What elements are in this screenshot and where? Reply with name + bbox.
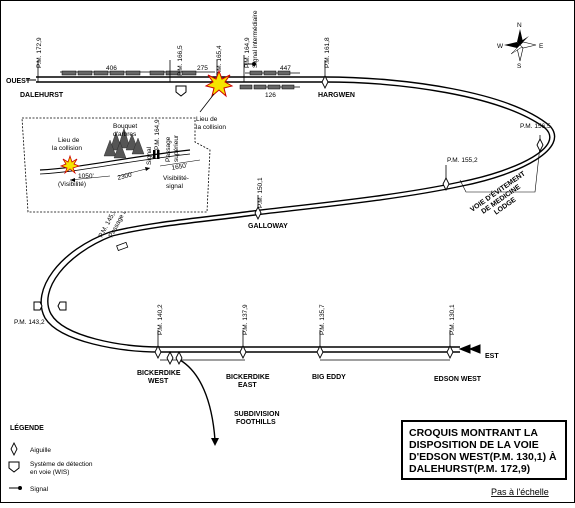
inset-vis-signal-l1: Visibilité- (163, 175, 189, 182)
title-l2: DISPOSITION DE LA VOIE (409, 439, 539, 451)
dalehurst-label: DALEHURST (20, 92, 64, 99)
title-l4: DALEHURST(P.M. 172,9) (409, 463, 530, 475)
inset-collision-star-icon (59, 154, 81, 175)
main-track (36, 76, 556, 441)
wis-detector-west-2-icon (57, 301, 67, 311)
legend-signal: Signal (30, 486, 49, 493)
bickerdike-east-l2: EAST (238, 382, 257, 389)
pm-135-7: P.M. 135,7 (319, 304, 326, 335)
bickerdike-east-l1: BICKERDIKE (226, 374, 270, 381)
pm-172-9: P.M. 172,9 (36, 37, 43, 68)
inset-lieu-l1: Lieu de (58, 137, 80, 144)
legend: LÉGENDE Aiguille Système de détection en… (8, 423, 93, 493)
legend-wis-l1: Système de détection (30, 461, 93, 468)
inset-bouquet-l1: Bouquet (113, 123, 137, 130)
scale-note: Pas à l'échelle (491, 487, 549, 497)
collision-star-icon (204, 69, 234, 98)
siding-length-126: 126 (265, 92, 276, 99)
bickerdike-west-l2: WEST (148, 378, 169, 385)
tree-cluster-icon (103, 127, 145, 159)
direction-arrows (26, 79, 481, 354)
pm-164-9: P.M. 164,9 (244, 37, 251, 68)
legend-wis-icon (8, 461, 20, 473)
inset-detail: Lieu de la collision Bouquet d'arbres Si… (21, 117, 211, 213)
inset-lieu-l2: la collision (52, 145, 82, 152)
signal-icon (244, 62, 256, 66)
train-cars (61, 70, 295, 90)
compass-s: S (517, 63, 522, 70)
edson-west-label: EDSON WEST (434, 376, 482, 383)
legend-aiguille: Aiguille (30, 447, 51, 454)
inset-passage-l1: Passage (165, 136, 172, 162)
signal-intermediaire: Signal intermédiaire (252, 10, 259, 68)
pm-150-1: P.M. 150,1 (257, 177, 264, 208)
subdivision-l2: FOOTHILLS (236, 419, 276, 426)
pm-166-5: P.M. 166,5 (177, 45, 184, 76)
inset-signal: Signal (146, 146, 153, 165)
pm-165-4: P.M. 165,4 (216, 45, 223, 76)
siding-length-447: 447 (280, 65, 291, 72)
title-l3: D'EDSON WEST(P.M. 130,1) À (409, 450, 557, 463)
compass-e: E (539, 43, 544, 50)
pm-137-9: P.M. 137,9 (242, 304, 249, 335)
collision-label-l2: la collision (196, 124, 226, 131)
inset-visibilite: (Visibilité) (58, 181, 86, 188)
legend-title: LÉGENDE (10, 423, 44, 432)
pm-130-1: P.M. 130,1 (449, 304, 456, 335)
pm-161-8: P.M. 161,8 (324, 37, 331, 68)
compass-rose-icon (504, 29, 537, 62)
level-crossing-icon (116, 241, 129, 252)
big-eddy-label: BIG EDDY (312, 374, 346, 381)
inset-1650: 1650' (171, 162, 188, 172)
compass-n: N (517, 22, 522, 29)
galloway-label: GALLOWAY (248, 223, 288, 230)
wis-detector-icon (175, 85, 187, 97)
wis-detector-west-icon (33, 301, 43, 311)
pm-143-2: P.M. 143,2 (14, 319, 45, 326)
title-box: CROQUIS MONTRANT LA DISPOSITION DE LA VO… (401, 420, 567, 497)
inset-1050: 1050' (78, 173, 94, 180)
inset-pm: P.M. 164,9 (154, 119, 161, 150)
compass-w: W (497, 43, 504, 50)
pm-156-5: P.M. 156,5 (520, 123, 551, 130)
pm-140-2: P.M. 140,2 (157, 304, 164, 335)
switch-icons (154, 74, 544, 366)
collision-label-l1: Lieu de (196, 116, 218, 123)
legend-switch-icon (10, 441, 18, 457)
inset-passage-l2: supérieur (173, 134, 180, 162)
legend-wis-l2: en voie (WIS) (30, 469, 69, 476)
subdivision-l1: SUBDIVISION (234, 411, 280, 418)
hargwen-label: HARGWEN (318, 92, 355, 99)
west-label: OUEST (6, 78, 31, 85)
inset-2300: 2300' (117, 171, 134, 182)
inset-bouquet-l2: d'arbres (113, 131, 137, 138)
east-label: EST (485, 353, 499, 360)
pm-155-2: P.M. 155,2 (447, 157, 478, 164)
siding-length-275: 275 (197, 65, 208, 72)
medicine-lodge-siding-bracket (459, 145, 541, 193)
title-l1: CROQUIS MONTRANT LA (409, 427, 538, 439)
subdivision-arrow-icon (211, 438, 219, 446)
bickerdike-west-l1: BICKERDIKE (137, 370, 181, 377)
siding-length-406: 406 (106, 65, 117, 72)
inset-vis-signal-l2: signal (166, 183, 184, 190)
